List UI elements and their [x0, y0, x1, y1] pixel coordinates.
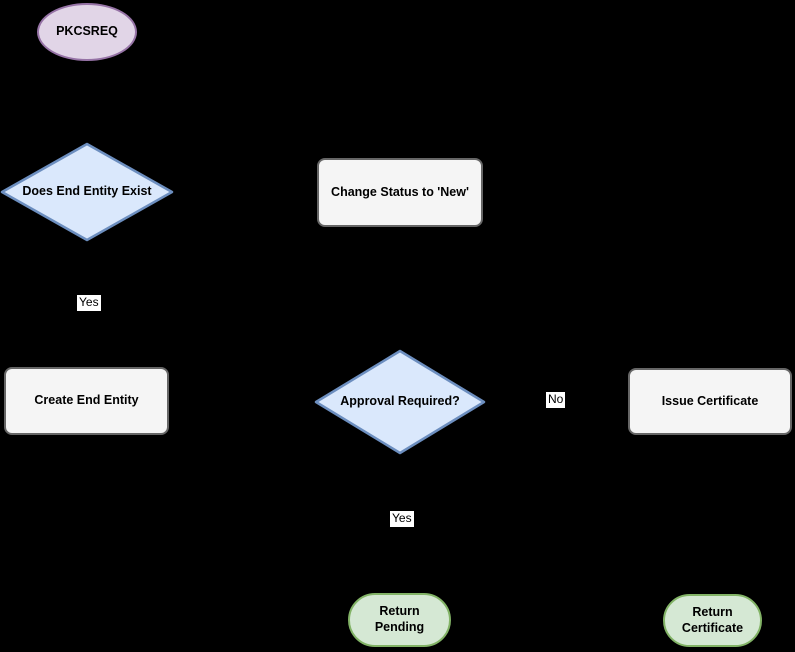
terminal-label: Return Pending: [374, 604, 425, 634]
terminal-return-pending: Return Pending: [348, 593, 451, 647]
diamond-shape: [0, 142, 174, 242]
process-label: Create End Entity: [34, 393, 139, 408]
edge-label-yes-approval: Yes: [390, 511, 414, 527]
decision-label: Does End Entity Exist: [22, 184, 152, 199]
edge-label-no-approval: No: [546, 392, 566, 408]
process-create-end-entity: Create End Entity: [4, 367, 169, 435]
edge-label-yes-does-exist: Yes: [77, 295, 101, 311]
terminal-return-certificate: Return Certificate: [663, 594, 762, 647]
terminal-label: Return Certificate: [681, 604, 744, 635]
process-label: Issue Certificate: [661, 393, 759, 408]
process-issue-certificate: Issue Certificate: [628, 368, 792, 435]
process-change-status-new: Change Status to 'New': [317, 158, 483, 227]
start-node-pkcsreq: PKCSREQ: [37, 3, 137, 61]
decision-approval-required: Approval Required?: [313, 349, 487, 455]
start-node-label: PKCSREQ: [56, 24, 118, 39]
decision-label: Approval Required?: [340, 394, 460, 409]
process-label: Change Status to 'New': [331, 184, 469, 199]
diamond-shape: [314, 349, 486, 455]
decision-does-end-entity-exist: Does End Entity Exist: [0, 142, 174, 242]
